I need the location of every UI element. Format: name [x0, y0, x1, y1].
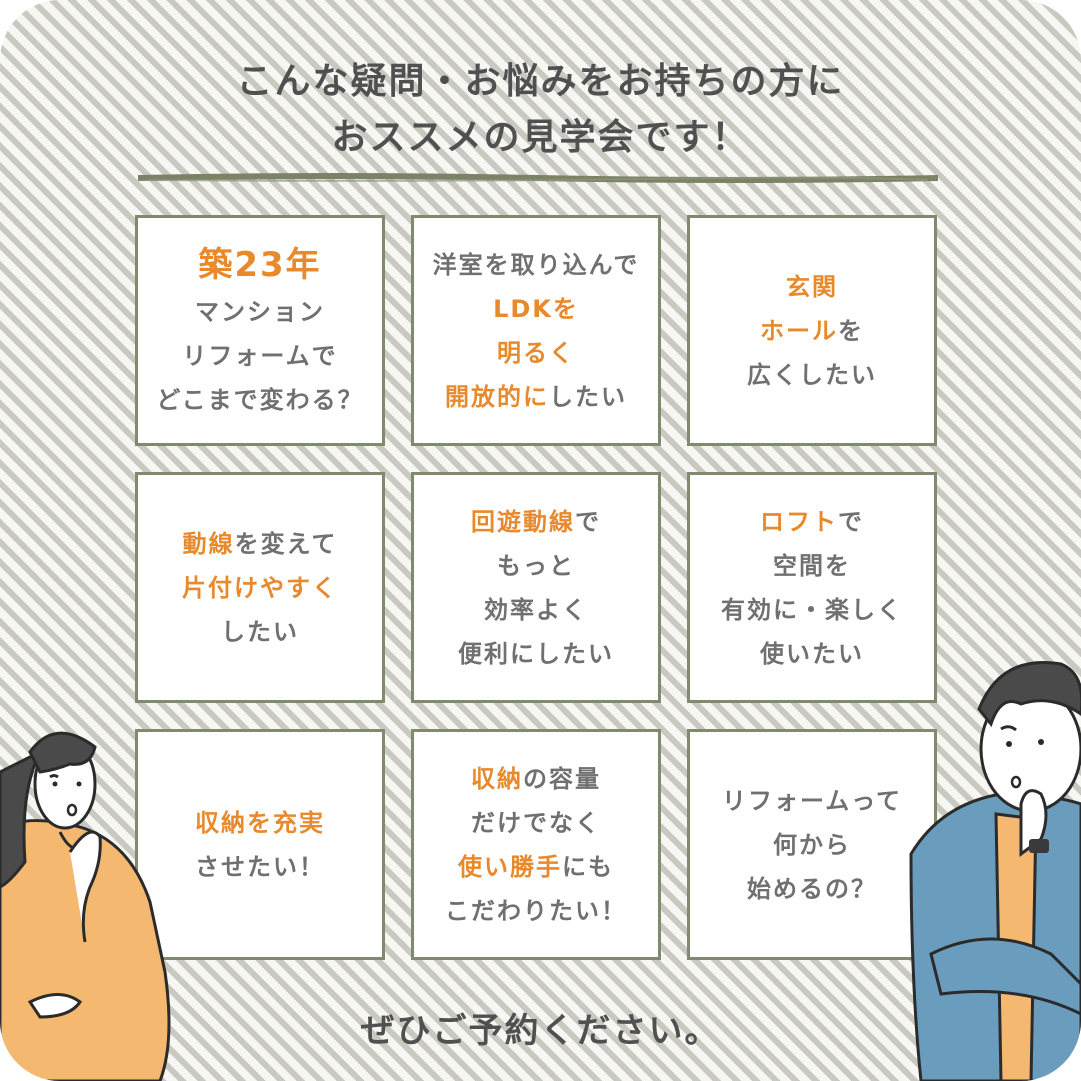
concern-card-2: 洋室を取り込んで LDKを明るく開放的にしたい [411, 215, 661, 446]
highlight-text: 片付けやすく [182, 573, 338, 602]
thinking-woman-illustration [0, 731, 171, 1081]
concern-card-7: 収納を充実させたい！ [135, 729, 385, 960]
card-9-line-1: リフォームって [722, 779, 902, 823]
card-text: 使いたい [760, 639, 864, 668]
card-text: したい [549, 382, 627, 411]
card-text: したい [221, 617, 299, 646]
concern-card-9: リフォームって何から始めるの？ [687, 729, 937, 960]
reservation-call-to-action: ぜひご予約ください。 [360, 1011, 721, 1051]
card-text: を [838, 316, 864, 345]
concern-card-8: 収納の容量だけでなく使い勝手にもこだわりたい！ [411, 729, 661, 960]
card-5-line-1: 回遊動線で [471, 500, 601, 544]
highlight-text: LDKを [493, 294, 579, 323]
card-2-line-2: LDKを [493, 287, 579, 331]
highlight-text: 開放的に [445, 382, 549, 411]
card-6-line-3: 有効に・楽しく [721, 588, 903, 632]
card-text: リフォームって [721, 786, 903, 815]
card-text: を変えて [234, 529, 338, 558]
card-text: 効率よく [484, 595, 588, 624]
highlight-text: 玄関 [786, 272, 838, 301]
card-text: 広くしたい [747, 360, 877, 389]
brush-divider [138, 173, 938, 183]
card-text: の容量 [523, 764, 601, 793]
card-text: どこまで変わる？ [156, 385, 364, 414]
card-8-line-3: 使い勝手にも [458, 845, 614, 889]
highlight-text: 収納 [471, 764, 523, 793]
card-2-line-1: 洋室を取り込んで [433, 243, 640, 287]
thinking-man-illustration [909, 661, 1081, 1081]
card-5-line-2: もっと [497, 544, 575, 588]
concern-card-5: 回遊動線でもっと効率よく便利にしたい [411, 472, 661, 703]
card-6-line-1: ロフトで [760, 500, 864, 544]
card-text: させたい！ [195, 852, 325, 881]
card-1-line-4: どこまで変わる？ [156, 378, 363, 422]
card-7-line-2: させたい！ [195, 845, 325, 889]
card-8-line-2: だけでなく [471, 801, 601, 845]
highlight-text: 回遊動線 [471, 507, 575, 536]
card-1-line-3: リフォームで [182, 334, 337, 378]
card-6-line-2: 空間を [773, 544, 851, 588]
card-3-line-3: 広くしたい [747, 353, 877, 397]
concern-card-3: 玄関ホールを広くしたい [687, 215, 937, 446]
card-9-line-3: 始めるの？ [747, 867, 877, 911]
card-text: 洋室を取り込んで [432, 250, 640, 279]
card-2-line-4: 開放的にしたい [445, 375, 627, 419]
highlight-text: 明るく [497, 338, 575, 367]
card-text: リフォームで [182, 341, 338, 370]
heading-line-2: おススメの見学会です！ [331, 117, 750, 158]
card-1-line-2: マンション [195, 290, 325, 334]
highlight-text: 使い勝手 [458, 852, 562, 881]
card-4-line-3: したい [221, 610, 299, 654]
card-1-line-1: 築23年 [198, 240, 321, 290]
highlight-text: ロフト [760, 507, 838, 536]
card-9-line-2: 何から [773, 823, 851, 867]
card-text: 便利にしたい [458, 639, 614, 668]
card-5-line-3: 効率よく [484, 588, 588, 632]
card-7-line-1: 収納を充実 [195, 801, 325, 845]
card-text: 空間を [773, 551, 851, 580]
card-text: 何から [773, 830, 851, 859]
card-text: で [575, 507, 601, 536]
card-text: 有効に・楽しく [721, 595, 903, 624]
card-8-line-1: 収納の容量 [471, 757, 601, 801]
card-4-line-1: 動線を変えて [183, 522, 338, 566]
card-6-line-4: 使いたい [760, 632, 864, 676]
card-text: こだわりたい！ [445, 896, 627, 925]
card-8-line-4: こだわりたい！ [445, 889, 627, 933]
card-3-line-1: 玄関 [786, 265, 838, 309]
card-text: にも [562, 852, 614, 881]
card-text: だけでなく [471, 808, 601, 837]
highlight-text: ホール [760, 316, 838, 345]
card-3-line-2: ホールを [760, 309, 864, 353]
card-text: もっと [497, 551, 575, 580]
card-4-line-2: 片付けやすく [182, 566, 338, 610]
highlight-text: 築23年 [198, 244, 322, 285]
card-text: で [838, 507, 864, 536]
highlight-text: 収納を充実 [195, 808, 325, 837]
concern-card-1: 築23年マンションリフォームでどこまで変わる？ [135, 215, 385, 446]
concern-card-4: 動線を変えて片付けやすくしたい [135, 472, 385, 703]
heading-line-1: こんな疑問・お悩みをお持ちの方に [236, 61, 845, 102]
card-5-line-4: 便利にしたい [458, 632, 614, 676]
card-2-line-3: 明るく [497, 331, 575, 375]
concern-card-6: ロフトで空間を有効に・楽しく使いたい [687, 472, 937, 703]
card-text: 始めるの？ [747, 874, 877, 903]
card-text: マンション [195, 297, 325, 326]
highlight-text: 動線 [182, 529, 235, 558]
